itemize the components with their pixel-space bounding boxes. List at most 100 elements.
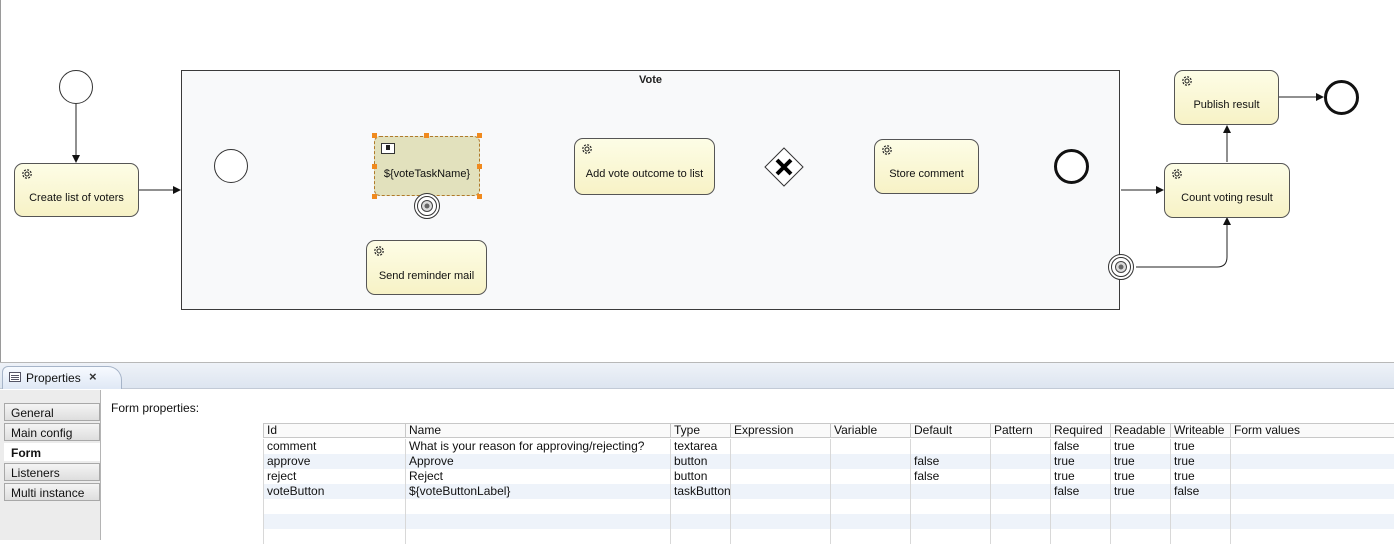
cell-expression xyxy=(730,454,830,469)
cell-default xyxy=(910,439,990,454)
properties-icon xyxy=(9,372,21,382)
column-header-form-values[interactable]: Form values xyxy=(1230,423,1394,438)
cell-id: voteButton xyxy=(263,484,405,499)
cell-required: true xyxy=(1050,469,1110,484)
column-header-expression[interactable]: Expression xyxy=(730,423,830,438)
cell-expression xyxy=(730,469,830,484)
selection-handle[interactable] xyxy=(477,194,482,199)
sidebar-item-multi-instance[interactable]: Multi instance xyxy=(4,483,100,501)
exclusive-gateway-icon[interactable] xyxy=(764,147,804,187)
empty-cell xyxy=(730,499,830,514)
subprocess-title: Vote xyxy=(638,74,663,86)
start-event[interactable] xyxy=(59,70,93,104)
empty-cell xyxy=(730,514,830,529)
cell-type: button xyxy=(670,469,730,484)
end-event[interactable] xyxy=(1324,80,1359,115)
cell-id: comment xyxy=(263,439,405,454)
task-create-voters[interactable]: Create list of voters xyxy=(14,163,139,217)
cell-variable xyxy=(830,484,910,499)
sidebar-item-form[interactable]: Form xyxy=(4,443,100,461)
cell-required: false xyxy=(1050,439,1110,454)
table-row[interactable]: comment What is your reason for approvin… xyxy=(263,439,1394,454)
service-task-gear-icon xyxy=(374,246,384,256)
task-publish-result[interactable]: Publish result xyxy=(1174,70,1279,125)
column-header-required[interactable]: Required xyxy=(1050,423,1110,438)
column-header-id[interactable]: Id xyxy=(263,423,405,438)
empty-cell xyxy=(990,529,1050,544)
cell-type: button xyxy=(670,454,730,469)
cell-default xyxy=(910,484,990,499)
selection-handle[interactable] xyxy=(372,164,377,169)
task-label: Add vote outcome to list xyxy=(585,168,704,180)
selection-handle[interactable] xyxy=(372,133,377,138)
boundary-timer-icon[interactable] xyxy=(413,192,441,220)
cell-pattern xyxy=(990,469,1050,484)
table-row[interactable]: reject Reject button false true true tru… xyxy=(263,469,1394,484)
subprocess-boundary-timer-icon[interactable] xyxy=(1107,253,1135,281)
empty-cell xyxy=(1230,529,1394,544)
cell-pattern xyxy=(990,439,1050,454)
column-header-type[interactable]: Type xyxy=(670,423,730,438)
column-header-pattern[interactable]: Pattern xyxy=(990,423,1050,438)
task-label: ${voteTaskName} xyxy=(383,168,471,180)
cell-writeable: true xyxy=(1170,469,1230,484)
cell-writeable: true xyxy=(1170,439,1230,454)
table-row-empty[interactable] xyxy=(263,514,1394,529)
empty-cell xyxy=(830,514,910,529)
column-header-writeable[interactable]: Writeable xyxy=(1170,423,1230,438)
selection-handle[interactable] xyxy=(477,164,482,169)
cell-readable: true xyxy=(1110,484,1170,499)
empty-cell xyxy=(910,529,990,544)
table-row[interactable]: voteButton ${voteButtonLabel} taskButton… xyxy=(263,484,1394,499)
properties-tab-label: Properties xyxy=(26,371,81,385)
task-vote-user-task[interactable]: ${voteTaskName} xyxy=(374,136,480,196)
sidebar-item-general[interactable]: General xyxy=(4,403,100,421)
process-diagram-canvas[interactable]: Create list of voters Vote ${voteTaskNam… xyxy=(0,0,1394,362)
cell-expression xyxy=(730,484,830,499)
cell-variable xyxy=(830,454,910,469)
sidebar-item-listeners[interactable]: Listeners xyxy=(4,463,100,481)
subprocess-end-event[interactable] xyxy=(1054,149,1089,184)
cell-name: Approve xyxy=(405,454,670,469)
column-header-default[interactable]: Default xyxy=(910,423,990,438)
selection-handle[interactable] xyxy=(477,133,482,138)
table-row-empty[interactable] xyxy=(263,529,1394,544)
empty-cell xyxy=(1050,529,1110,544)
cell-pattern xyxy=(990,454,1050,469)
subprocess-start-event[interactable] xyxy=(214,149,248,183)
table-row[interactable]: approve Approve button false true true t… xyxy=(263,454,1394,469)
properties-sidebar: General Main config Form Listeners Multi… xyxy=(0,390,101,540)
task-send-reminder[interactable]: Send reminder mail xyxy=(366,240,487,295)
empty-cell xyxy=(1230,499,1394,514)
properties-tab[interactable]: Properties × xyxy=(2,366,122,389)
service-task-gear-icon xyxy=(882,145,892,155)
empty-cell xyxy=(990,499,1050,514)
cell-type: taskButton xyxy=(670,484,730,499)
empty-cell xyxy=(910,514,990,529)
cell-name: What is your reason for approving/reject… xyxy=(405,439,670,454)
task-add-outcome[interactable]: Add vote outcome to list xyxy=(574,138,715,195)
column-header-name[interactable]: Name xyxy=(405,423,670,438)
properties-panel: Properties × General Main config Form Li… xyxy=(0,362,1394,544)
column-header-readable[interactable]: Readable xyxy=(1110,423,1170,438)
sidebar-item-main-config[interactable]: Main config xyxy=(4,423,100,441)
task-label: Count voting result xyxy=(1181,192,1273,204)
selection-handle[interactable] xyxy=(372,194,377,199)
empty-cell xyxy=(730,529,830,544)
user-task-icon xyxy=(381,143,395,154)
cell-name: Reject xyxy=(405,469,670,484)
table-row-empty[interactable] xyxy=(263,499,1394,514)
form-properties-label: Form properties: xyxy=(111,401,200,415)
task-count-result[interactable]: Count voting result xyxy=(1164,163,1290,218)
cell-id: reject xyxy=(263,469,405,484)
empty-cell xyxy=(1110,514,1170,529)
task-label: Store comment xyxy=(889,168,964,180)
selection-handle[interactable] xyxy=(424,133,429,138)
cell-writeable: false xyxy=(1170,484,1230,499)
empty-cell xyxy=(405,499,670,514)
empty-cell xyxy=(1110,499,1170,514)
service-task-gear-icon xyxy=(1172,169,1182,179)
close-icon[interactable]: × xyxy=(89,369,97,384)
task-store-comment[interactable]: Store comment xyxy=(874,139,979,194)
column-header-variable[interactable]: Variable xyxy=(830,423,910,438)
